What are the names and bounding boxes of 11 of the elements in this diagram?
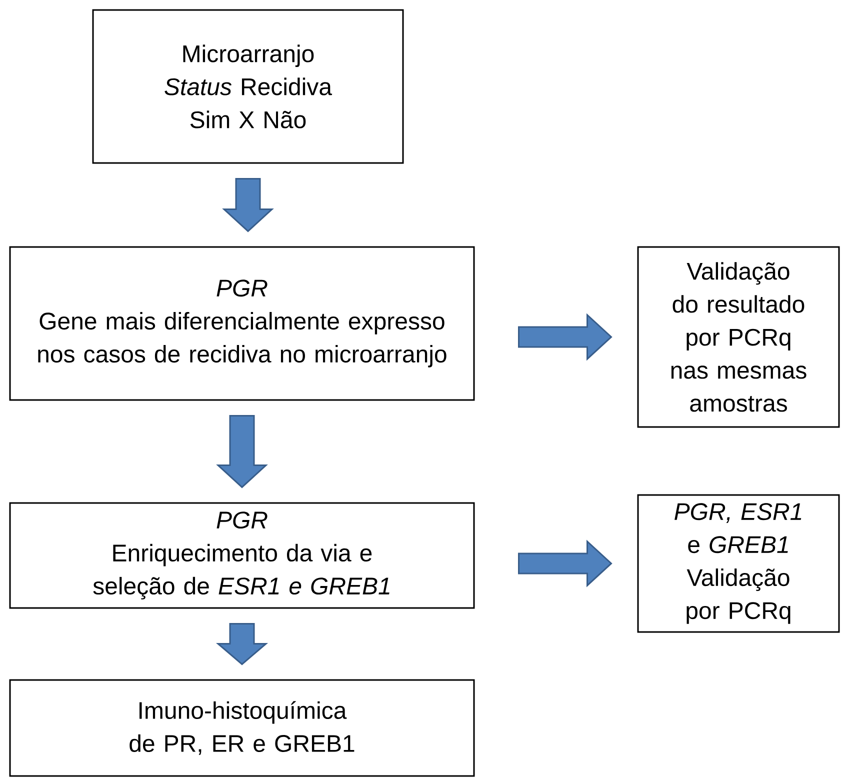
process-box: Validação do resultado por PCRq nas mesmas amostras <box>637 246 840 428</box>
block-arrow <box>518 540 612 588</box>
block-arrow <box>216 622 268 666</box>
block-arrow <box>518 313 612 361</box>
block-arrow <box>222 178 274 232</box>
process-box: PGR Enriquecimento da via e seleção de ESR1 e GREB1 <box>9 502 475 609</box>
block-arrow <box>216 414 268 488</box>
process-box: Microarranjo Status Recidiva Sim X Não <box>92 9 404 164</box>
process-box: PGR Gene mais diferencialmente expresso nos casos de recidiva no microarranjo <box>9 246 475 401</box>
process-box: PGR, ESR1 e GREB1 Validação por PCRq <box>637 494 840 633</box>
process-box: Imuno-histoquímica de PR, ER e GREB1 <box>9 679 475 777</box>
